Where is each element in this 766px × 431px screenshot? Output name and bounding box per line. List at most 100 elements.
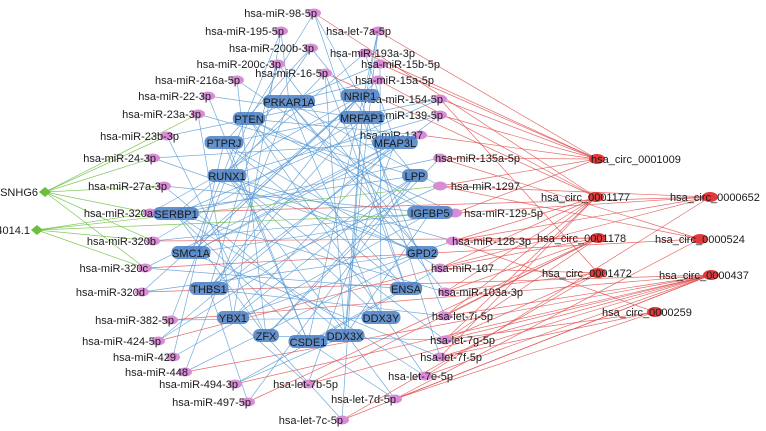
lncrna-label-SNHG6: SNHG6 [0, 187, 38, 199]
mirna-node-l7i[interactable] [438, 311, 452, 321]
mirna-gene-edge-RUNX1-GPD2 [226, 175, 423, 254]
mirna-gene-edge-GPD2-PRKAR1A [288, 101, 423, 254]
mirna-gene-edge-THBS1-NRIP1 [208, 95, 361, 290]
circrna-node-c1177[interactable] [588, 192, 604, 202]
gene-node-THBS1[interactable] [189, 282, 229, 295]
circ-mirna-edge-c0437-m320d [141, 274, 712, 293]
mirna-node-l7d[interactable] [388, 394, 402, 404]
mirna-node-l7g[interactable] [438, 335, 452, 345]
circrna-label-c0652: hsa_circ_0000652 [670, 192, 760, 204]
mirna-node-m15b[interactable] [373, 59, 387, 69]
mirna-node-m494[interactable] [228, 379, 242, 389]
gene-label-MFAP3L: MFAP3L [374, 138, 416, 150]
lnc-mirna-edge-SNHG6-m320c [44, 191, 146, 269]
mirna-gene-edge-m103a-PRKAR1A [288, 101, 446, 293]
gene-node-PRKAR1A[interactable] [262, 95, 316, 108]
circrna-node-c0437[interactable] [703, 270, 719, 280]
mirna-node-m193a[interactable] [358, 48, 372, 58]
mirna-node-m320d[interactable] [135, 287, 149, 297]
mirna-node-l7c[interactable] [335, 415, 349, 425]
mirna-node-m24[interactable] [146, 153, 160, 163]
circrna-node-c0259[interactable] [647, 307, 663, 317]
mirna-node-m137[interactable] [413, 130, 427, 140]
gene-node-MFAP3L[interactable] [372, 136, 418, 149]
gene-node-IGFBP5[interactable] [407, 206, 453, 219]
circrna-node-c1178[interactable] [590, 233, 606, 243]
gene-label-RUNX1: RUNX1 [208, 171, 245, 183]
mirna-node-m22[interactable] [201, 91, 215, 101]
gene-node-NRIP1[interactable] [340, 89, 380, 102]
circ-mirna-edge-c0652-m129 [454, 196, 711, 214]
mirna-label-m320a: hsa-miR-320a [84, 208, 154, 220]
gene-node-ENSA[interactable] [389, 282, 423, 295]
gene-node-RUNX1[interactable] [207, 169, 247, 182]
mirna-node-m200b[interactable] [304, 43, 318, 53]
gene-node-PTEN[interactable] [232, 112, 266, 125]
gene-label-IGFBP5: IGFBP5 [410, 208, 449, 220]
mirna-label-m193a: hsa-miR-193a-3p [330, 48, 415, 60]
mirna-node-m103a[interactable] [438, 287, 452, 297]
mirna-label-m424: hsa-miR-424-5p [82, 336, 161, 348]
mirna-node-m382[interactable] [164, 315, 178, 325]
mirna-label-m200c: hsa-miR-200c-3p [197, 59, 281, 71]
circrna-node-c1472[interactable] [590, 268, 606, 278]
gene-node-GPD2[interactable] [405, 246, 439, 259]
mirna-node-m497[interactable] [241, 397, 255, 407]
mirna-gene-edge-m154-SERBP1 [175, 98, 441, 215]
mirna-node-m107[interactable] [433, 263, 447, 273]
mirna-node-m135a[interactable] [433, 153, 447, 163]
mirna-node-m320b[interactable] [146, 236, 160, 246]
mirna-label-l7b: hsa-let-7b-5p [273, 379, 338, 391]
mirna-node-m98[interactable] [307, 8, 321, 18]
mirna-node-m15a[interactable] [371, 75, 385, 85]
circ-mirna-edge-c1009-m154 [439, 98, 598, 160]
circ-mirna-edge-c0652-m128 [452, 196, 711, 242]
gene-node-DDX3X[interactable] [325, 329, 365, 342]
mirna-node-m154[interactable] [433, 94, 447, 104]
gene-node-DDX3Y[interactable] [361, 311, 401, 324]
mirna-label-m320c: hsa-miR-320c [80, 263, 149, 275]
mirna-node-m216a[interactable] [230, 75, 244, 85]
gene-node-PTPRJ[interactable] [204, 136, 244, 149]
mirna-gene-edge-m23b-ZFX [166, 135, 267, 337]
mirna-node-l7f[interactable] [433, 352, 447, 362]
gene-node-YBX1[interactable] [216, 311, 250, 324]
mirna-gene-edge-m429-IGFBP5 [172, 212, 431, 358]
gene-label-SMC1A: SMC1A [172, 248, 211, 260]
lncrna-node-AC124014.1[interactable] [31, 225, 43, 235]
mirna-node-l7a[interactable] [371, 26, 385, 36]
gene-node-SERBP1[interactable] [153, 207, 199, 220]
mirna-node-m1297[interactable] [433, 181, 447, 191]
mirna-node-m139[interactable] [433, 110, 447, 120]
mirna-node-m320c[interactable] [138, 263, 152, 273]
lncrna-node-SNHG6[interactable] [39, 187, 51, 197]
circrna-node-c0652[interactable] [702, 192, 718, 202]
mirna-node-m23a[interactable] [191, 109, 205, 119]
mirna-node-m200c[interactable] [271, 59, 285, 69]
mirna-gene-edge-LPP-ZFX [265, 175, 416, 337]
gene-node-LPP[interactable] [402, 169, 428, 182]
gene-node-SMC1A[interactable] [171, 246, 211, 259]
mirna-gene-edge-l7i-MRFAP1 [361, 117, 446, 317]
mirna-node-m429[interactable] [166, 352, 180, 362]
mirna-node-m27a[interactable] [157, 181, 171, 191]
mirna-node-m448[interactable] [178, 367, 192, 377]
mirna-gene-edge-PTPRJ-ENSA [223, 142, 407, 290]
mirna-node-l7b[interactable] [301, 379, 315, 389]
gene-node-CSDE1[interactable] [288, 335, 328, 348]
mirna-gene-edge-ZFX-SERBP1 [175, 213, 267, 337]
mirna-node-l7e[interactable] [418, 371, 432, 381]
mirna-node-m23b[interactable] [160, 131, 174, 141]
mirna-node-m16[interactable] [318, 68, 332, 78]
gene-node-MRFAP1[interactable] [339, 111, 385, 124]
mirna-node-m195[interactable] [274, 26, 288, 36]
mirna-label-m382: hsa-miR-382-5p [95, 315, 174, 327]
circrna-node-c1009[interactable] [589, 154, 605, 164]
mirna-label-m23a: hsa-miR-23a-3p [122, 109, 201, 121]
mirna-node-m424[interactable] [151, 336, 165, 346]
mirna-node-m128[interactable] [446, 236, 460, 246]
mirna-gene-edge-NRIP1-SMC1A [190, 95, 361, 254]
gene-node-ZFX[interactable] [253, 329, 279, 342]
circrna-node-c0524[interactable] [692, 234, 708, 244]
mirna-gene-edge-MRFAP1-THBS1 [208, 117, 363, 290]
